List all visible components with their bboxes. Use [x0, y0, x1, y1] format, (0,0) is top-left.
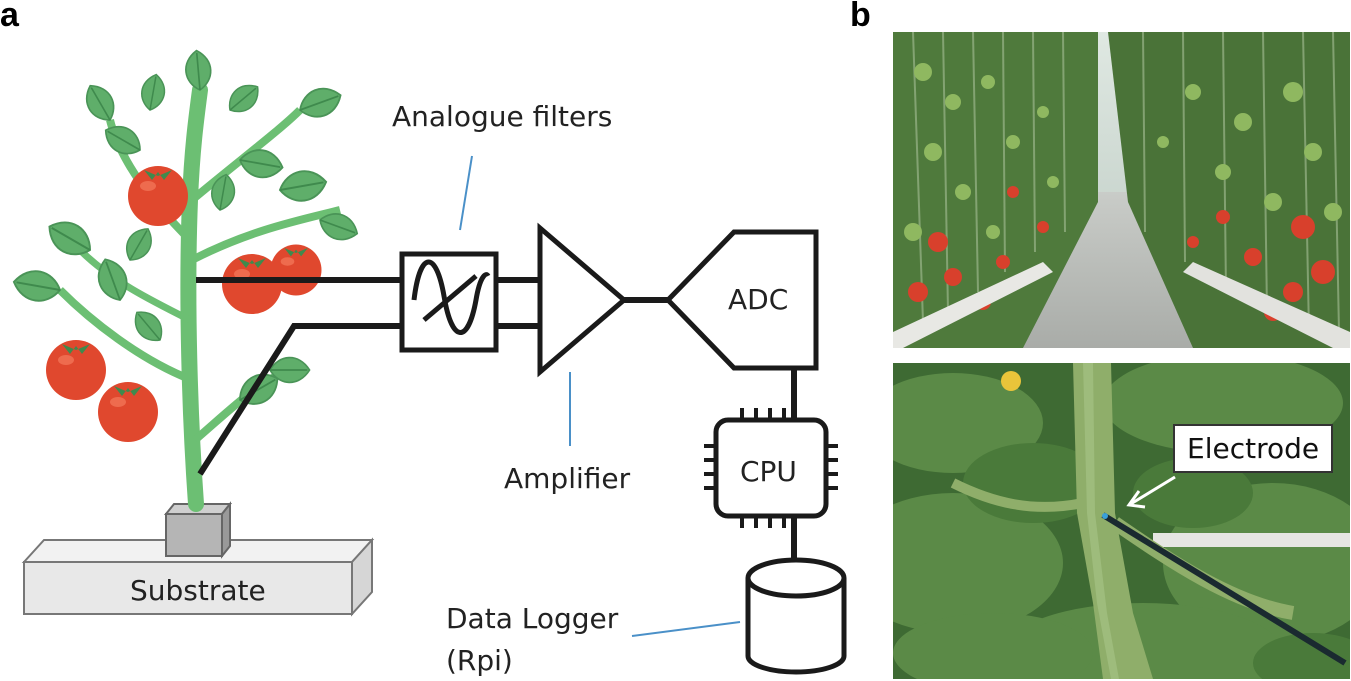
label-data-logger-rpi: (Rpi) — [446, 644, 513, 677]
callout-lines — [459, 155, 741, 637]
measurement-schematic — [10, 48, 847, 675]
analogue-filter-block — [399, 251, 499, 353]
label-cpu: CPU — [740, 455, 797, 488]
pot-cube — [163, 501, 233, 559]
label-data-logger: Data Logger — [446, 602, 619, 635]
panel-label-a: a — [0, 0, 19, 34]
electrode-photo — [893, 363, 1350, 679]
tomato-fruit — [128, 166, 188, 226]
electrode-wires — [196, 277, 797, 560]
label-substrate: Substrate — [130, 574, 266, 607]
data-logger-cylinder — [745, 557, 847, 675]
cpu-chip — [704, 408, 838, 528]
substrate-block — [21, 537, 375, 617]
adc-block — [664, 229, 819, 371]
electrode-callout: Electrode — [1173, 424, 1334, 473]
electrode-arrow — [1126, 475, 1176, 509]
tomato-plant — [10, 48, 363, 512]
panel-label-b: b — [850, 0, 871, 34]
label-adc: ADC — [728, 283, 789, 316]
greenhouse-photo — [893, 32, 1350, 348]
label-amplifier: Amplifier — [504, 462, 631, 495]
label-analogue-filters: Analogue filters — [392, 100, 613, 133]
amplifier-symbol — [537, 222, 628, 378]
